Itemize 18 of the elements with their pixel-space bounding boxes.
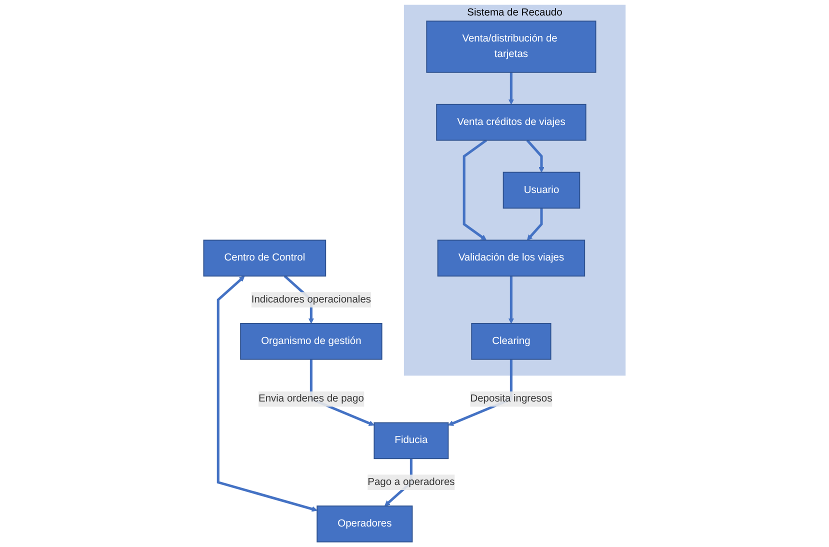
node-box: Usuario	[502, 172, 580, 209]
arrow	[526, 139, 544, 173]
arrow	[508, 72, 514, 105]
arrow	[508, 276, 514, 324]
edge-label: Deposita ingresos	[470, 393, 552, 404]
node-box: Venta créditos de viajes	[436, 104, 586, 141]
arrow	[462, 139, 488, 240]
edge-label: Envia ordenes de pago	[258, 393, 364, 404]
node-box: Validación de los viajes	[437, 240, 586, 277]
node-box: Clearing	[471, 322, 552, 360]
node-box: Centro de Control	[203, 240, 326, 277]
node-box: Venta/distribución de tarjetas	[426, 20, 596, 73]
node-box: Operadores	[316, 506, 413, 542]
edge-label: Pago a operadores	[368, 476, 455, 488]
node-box: Organismo de gestión	[240, 322, 382, 360]
arrow	[526, 208, 543, 240]
node-box: Fiducia	[374, 422, 449, 460]
edge-label: Indicadores operacionales	[251, 294, 372, 305]
